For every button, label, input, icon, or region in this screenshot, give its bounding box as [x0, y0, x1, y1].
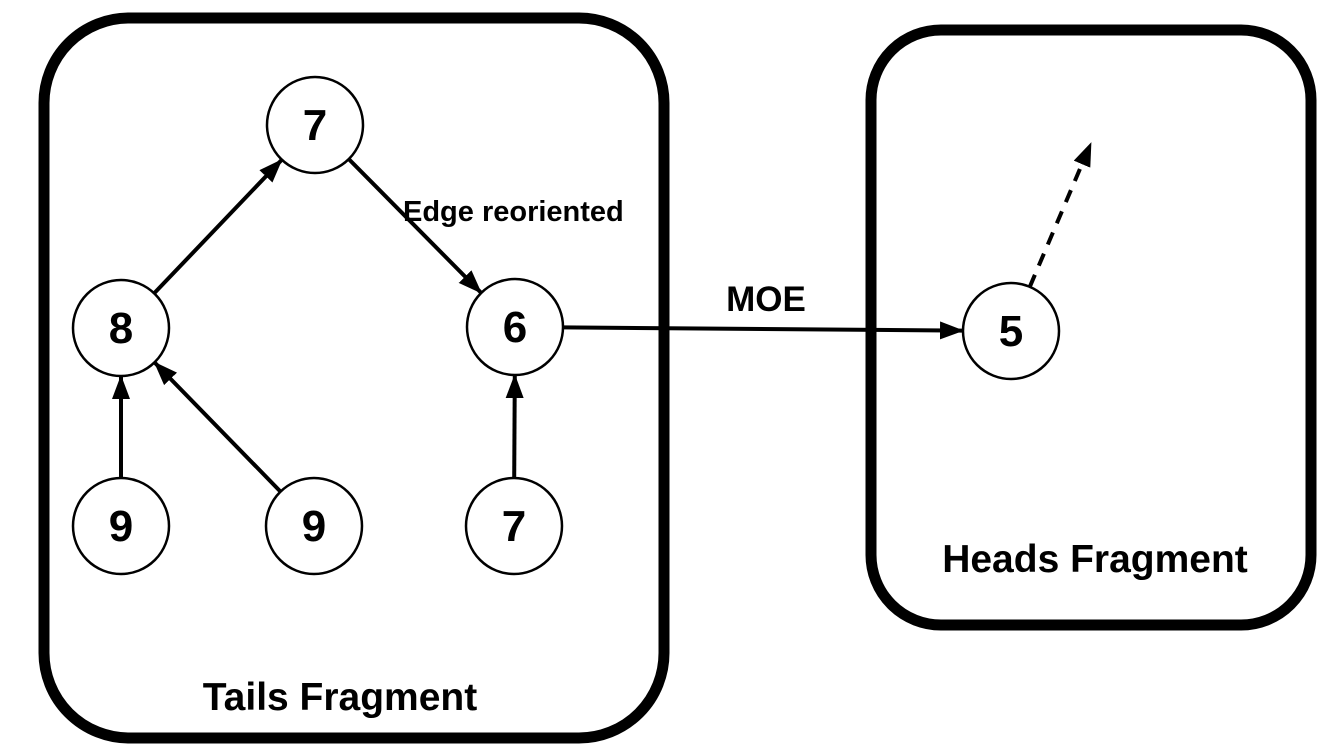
graph-node-7: 7 — [464, 476, 564, 576]
graph-node-9: 9 — [71, 476, 171, 576]
node-value: 9 — [109, 502, 133, 551]
node-circle — [464, 476, 564, 576]
edge-reoriented-label: Edge reoriented — [403, 196, 624, 228]
graph-node-9: 9 — [264, 476, 364, 576]
node-circle — [71, 476, 171, 576]
heads-fragment-label: Heads Fragment — [942, 538, 1248, 581]
edge-7-to-6-reoriented — [347, 157, 483, 295]
node-value: 7 — [303, 101, 327, 150]
moe-edge-6-to-5 — [562, 321, 964, 340]
node-value: 8 — [109, 304, 133, 353]
graph-node-8: 8 — [71, 278, 171, 378]
dashed-outgoing-edge-from-5 — [1027, 142, 1093, 288]
node-value: 6 — [503, 303, 527, 352]
edge-9mid-to-8 — [153, 361, 282, 493]
edges-layer — [112, 142, 1093, 493]
node-circle — [465, 277, 565, 377]
node-value: 9 — [302, 502, 326, 551]
graph-node-5: 5 — [961, 281, 1061, 381]
node-circle — [264, 476, 364, 576]
node-circle — [71, 278, 171, 378]
heads-fragment-box — [865, 24, 1317, 631]
nodes-layer: 7 8 6 9 9 7 5 — [71, 75, 1061, 576]
tails-fragment-label: Tails Fragment — [203, 676, 478, 719]
edge-7bottom-to-6 — [505, 374, 524, 479]
node-value: 7 — [502, 502, 526, 551]
node-circle — [265, 75, 365, 175]
node-value: 5 — [999, 307, 1023, 356]
moe-edge-label: MOE — [726, 280, 806, 319]
graph-node-7: 7 — [265, 75, 365, 175]
graph-node-6: 6 — [465, 277, 565, 377]
tails-fragment-box — [38, 12, 670, 744]
node-circle — [961, 281, 1061, 381]
edge-8-to-7 — [152, 158, 284, 295]
